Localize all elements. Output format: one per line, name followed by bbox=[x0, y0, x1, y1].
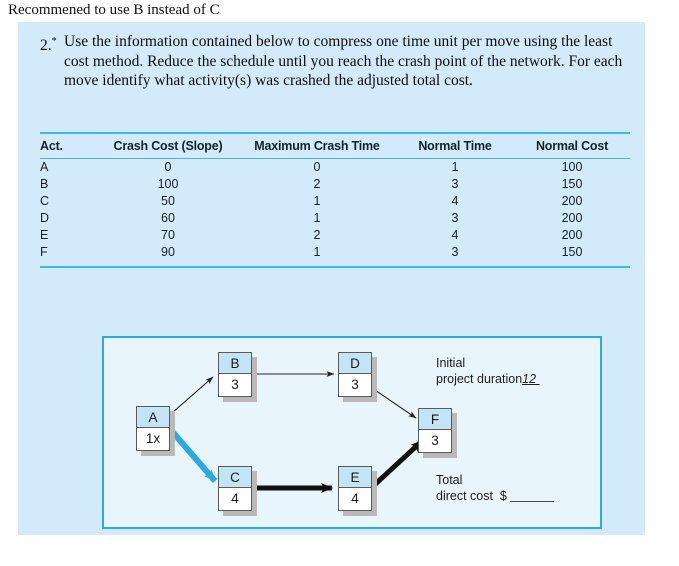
question-text: Use the information contained below to c… bbox=[64, 33, 623, 89]
table-row: A 0 0 1 100 bbox=[40, 159, 630, 177]
node-d[interactable]: D 3 bbox=[338, 352, 377, 402]
node-b-label: B bbox=[218, 352, 252, 374]
cell-normal-time: 3 bbox=[451, 211, 459, 225]
node-e[interactable]: E 4 bbox=[338, 466, 377, 516]
node-d-duration: 3 bbox=[338, 374, 372, 397]
cell-max-crash-time: 2 bbox=[313, 228, 321, 242]
question-number: 2.* bbox=[40, 36, 57, 55]
header-crash-cost: Crash Cost (Slope) bbox=[98, 132, 238, 159]
cell-crash-cost: 60 bbox=[161, 211, 175, 225]
cell-crash-cost: 70 bbox=[161, 228, 175, 242]
network-diagram: A 1x B 3 C 4 D 3 bbox=[102, 336, 602, 529]
cell-normal-cost: 200 bbox=[561, 194, 583, 208]
top-annotation: Recommened to use B instead of C bbox=[8, 2, 220, 18]
cell-max-crash-time: 2 bbox=[313, 177, 321, 191]
cell-act: C bbox=[40, 194, 50, 208]
cell-act: B bbox=[40, 177, 49, 191]
cell-act: F bbox=[40, 245, 48, 259]
header-act: Act. bbox=[40, 132, 98, 159]
cell-normal-cost: 200 bbox=[561, 211, 583, 225]
node-f-label: F bbox=[418, 408, 452, 430]
table-header-row: Act. Crash Cost (Slope) Maximum Crash Ti… bbox=[40, 132, 630, 159]
cell-act: E bbox=[40, 228, 49, 242]
cell-normal-cost: 100 bbox=[561, 160, 583, 174]
initial-duration-line2: project duration bbox=[436, 371, 523, 386]
cell-normal-time: 3 bbox=[451, 177, 459, 191]
total-cost-blank[interactable] bbox=[510, 490, 555, 502]
cell-max-crash-time: 1 bbox=[313, 211, 321, 225]
node-c[interactable]: C 4 bbox=[218, 466, 257, 516]
currency-symbol: $ bbox=[499, 488, 507, 503]
header-max-crash-time: Maximum Crash Time bbox=[238, 132, 396, 159]
table-row: B 100 2 3 150 bbox=[40, 176, 630, 193]
node-f-duration: 3 bbox=[418, 430, 452, 453]
node-b[interactable]: B 3 bbox=[218, 352, 257, 402]
cell-normal-time: 4 bbox=[451, 228, 459, 242]
cell-normal-time: 4 bbox=[451, 194, 459, 208]
cell-crash-cost: 100 bbox=[157, 177, 179, 191]
network-edges bbox=[167, 371, 424, 493]
table-row: F 90 1 3 150 bbox=[40, 244, 630, 264]
table-row: D 60 1 3 200 bbox=[40, 210, 630, 227]
cell-crash-cost: 50 bbox=[161, 194, 175, 208]
node-d-label: D bbox=[338, 352, 372, 374]
cell-normal-cost: 150 bbox=[561, 245, 583, 259]
edge-a-b bbox=[171, 376, 214, 414]
cell-max-crash-time: 0 bbox=[313, 160, 321, 174]
cell-normal-cost: 150 bbox=[561, 177, 583, 191]
cell-crash-cost: 90 bbox=[161, 245, 175, 259]
cell-normal-time: 1 bbox=[451, 160, 459, 174]
node-a[interactable]: A 1x bbox=[136, 406, 175, 456]
node-a-label: A bbox=[136, 406, 170, 428]
node-e-duration: 4 bbox=[338, 488, 372, 511]
node-c-label: C bbox=[218, 466, 252, 488]
table-row: C 50 1 4 200 bbox=[40, 193, 630, 210]
header-normal-time: Normal Time bbox=[396, 132, 514, 159]
content-panel: 2.* Use the information contained below … bbox=[18, 22, 645, 535]
initial-duration-value[interactable]: 12 bbox=[522, 371, 537, 386]
total-cost-line2: direct cost bbox=[436, 488, 493, 503]
cell-act: D bbox=[40, 211, 50, 225]
edge-e-f bbox=[368, 439, 424, 491]
header-normal-cost: Normal Cost bbox=[514, 132, 630, 159]
table-bottom-rule bbox=[40, 266, 630, 268]
cell-normal-cost: 200 bbox=[561, 228, 583, 242]
node-e-label: E bbox=[338, 466, 372, 488]
initial-duration-line1: Initial bbox=[436, 356, 466, 370]
node-a-duration: 1x bbox=[136, 428, 170, 451]
node-b-duration: 3 bbox=[218, 374, 252, 397]
cell-act: A bbox=[40, 160, 49, 174]
node-f[interactable]: F 3 bbox=[418, 408, 457, 458]
initial-duration-underline bbox=[536, 372, 539, 386]
edge-d-f bbox=[371, 387, 417, 419]
initial-duration-label: Initial project duration12 bbox=[436, 356, 540, 387]
cell-normal-time: 3 bbox=[451, 245, 459, 259]
node-c-duration: 4 bbox=[218, 488, 252, 511]
cell-crash-cost: 0 bbox=[164, 160, 172, 174]
cell-max-crash-time: 1 bbox=[313, 245, 321, 259]
total-cost-line1: Total bbox=[436, 473, 463, 487]
cell-max-crash-time: 1 bbox=[313, 194, 321, 208]
edge-a-c bbox=[167, 427, 218, 483]
question-block: 2.* Use the information contained below … bbox=[40, 32, 628, 91]
total-direct-cost-label: Total direct cost $ bbox=[436, 473, 555, 504]
table-row: E 70 2 4 200 bbox=[40, 227, 630, 244]
crash-data-table: Act. Crash Cost (Slope) Maximum Crash Ti… bbox=[40, 132, 630, 268]
